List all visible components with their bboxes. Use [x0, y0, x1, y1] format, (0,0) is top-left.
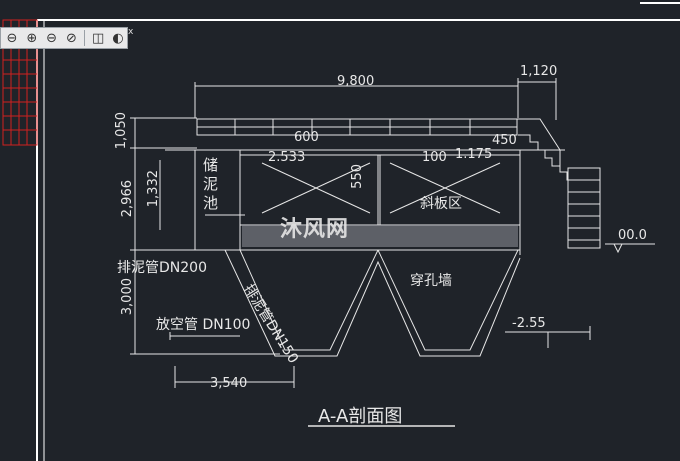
- level-top: 00.0: [618, 228, 647, 243]
- view-3d-icon[interactable]: ◫: [92, 30, 105, 46]
- label-perforated-wall: 穿孔墙: [410, 273, 452, 289]
- label-sludge-tank: 储泥池: [203, 156, 219, 212]
- zoom-in-icon[interactable]: ⊕: [26, 30, 38, 46]
- dim-total-width: 9,800: [337, 74, 375, 89]
- dim-right-width: 1,120: [520, 64, 558, 79]
- dim-550: 550: [350, 164, 365, 189]
- drawing-title: A-A剖面图: [318, 406, 403, 427]
- dim-inner-height: 1,332: [146, 170, 161, 208]
- zoom-realtime-icon[interactable]: ⊖: [6, 30, 18, 46]
- filter-media-band: [242, 225, 518, 247]
- section-drawing: [130, 78, 655, 427]
- zoom-out-icon[interactable]: ⊖: [46, 30, 58, 46]
- dim-bottom-width: 3,540: [210, 376, 248, 391]
- toolbar-close-icon[interactable]: x: [128, 27, 134, 37]
- dim-600: 600: [294, 130, 319, 145]
- dim-bottom-height: 3,000: [120, 278, 135, 316]
- dim-450: 450: [492, 133, 517, 148]
- view-toolbar: ⊖ ⊕ ⊖ ⊘ ◫ ◐: [0, 27, 128, 49]
- dim-100: 100: [422, 150, 447, 165]
- dim-1175: 1.175: [455, 147, 493, 162]
- zoom-all-icon[interactable]: ⊘: [66, 30, 77, 46]
- dim-mid-height: 2,966: [120, 180, 135, 218]
- dim-2533: 2.533: [268, 150, 306, 165]
- label-drain-pipe: 放空管 DN100: [156, 317, 251, 333]
- label-sludge-pipe-dn200: 排泥管DN200: [117, 260, 207, 276]
- dim-top-height: 1,050: [114, 112, 129, 150]
- watermark-logo: 沐风网: [280, 217, 350, 242]
- toolbar-separator: [84, 30, 86, 46]
- orbit-icon[interactable]: ◐: [112, 30, 124, 46]
- level-bottom: -2.55: [512, 316, 546, 331]
- label-inclined-plate: 斜板区: [420, 196, 462, 212]
